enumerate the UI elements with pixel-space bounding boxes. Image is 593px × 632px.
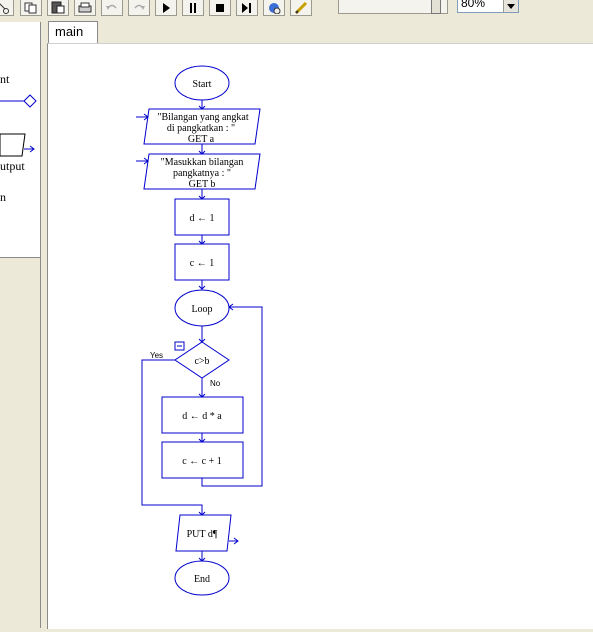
assign-c-label: c ← 1 [190, 258, 214, 269]
symbol-label-assignment: nt [0, 72, 10, 86]
input-b-line3: GET b [189, 179, 216, 190]
output-symbol-icon[interactable] [0, 132, 40, 158]
end-label: End [194, 574, 210, 585]
condition-label: c>b [194, 356, 209, 367]
loop-label: Loop [191, 304, 212, 315]
cut-icon[interactable] [0, 0, 14, 16]
pause-icon[interactable] [182, 0, 204, 16]
no-label: No [210, 379, 221, 388]
input-a-line1: "Bilangan yang angkat [157, 112, 249, 123]
tab-main[interactable]: main [48, 21, 98, 43]
symbols-panel: nt utput n [0, 22, 41, 258]
play-icon[interactable] [155, 0, 177, 16]
output-label: PUT d¶ [187, 529, 218, 540]
symbol-label-loop: n [0, 190, 6, 204]
collapse-toggle-icon[interactable] [174, 341, 185, 351]
input-a-line3: GET a [188, 134, 215, 145]
undo-icon[interactable] [101, 0, 123, 16]
flowchart-canvas[interactable]: Start "Bilangan yang angkat di pangkatka… [47, 43, 593, 629]
zoom-select[interactable]: 80% [457, 0, 519, 13]
body-d-label: d ← d * a [182, 411, 222, 422]
pencil-icon[interactable] [290, 0, 312, 16]
redo-icon[interactable] [128, 0, 150, 16]
input-b-line2: pangkatnya : " [173, 168, 231, 179]
zoom-value: 80% [461, 0, 486, 10]
chevron-down-icon[interactable] [503, 0, 518, 12]
toolbar: 80% [0, 0, 593, 18]
input-node-b[interactable] [143, 153, 261, 190]
paste-icon[interactable] [47, 0, 69, 16]
flowchart-diagram: Start "Bilangan yang angkat di pangkatka… [136, 65, 263, 596]
end-node[interactable] [174, 560, 230, 596]
print-icon[interactable] [74, 0, 96, 16]
yes-label: Yes [150, 351, 163, 360]
zoom-slider-thumb[interactable] [431, 0, 441, 14]
symbol-label-output: utput [0, 159, 25, 173]
start-label: Start [193, 79, 212, 90]
left-lower-panel [0, 258, 41, 628]
stop-icon[interactable] [209, 0, 231, 16]
input-b-line1: "Masukkan bilangan [161, 157, 244, 168]
input-a-line2: di pangkatkan : " [167, 123, 235, 134]
step-icon[interactable] [236, 0, 258, 16]
body-c-label: c ← c + 1 [182, 456, 222, 467]
assign-d-label: d ← 1 [190, 213, 215, 224]
breakpoint-icon[interactable] [263, 0, 285, 16]
zoom-slider[interactable] [338, 0, 448, 14]
copy-icon[interactable] [20, 0, 42, 16]
output-node[interactable] [175, 514, 232, 552]
input-node-a[interactable] [143, 108, 261, 145]
selection-symbol-icon[interactable] [0, 94, 40, 108]
